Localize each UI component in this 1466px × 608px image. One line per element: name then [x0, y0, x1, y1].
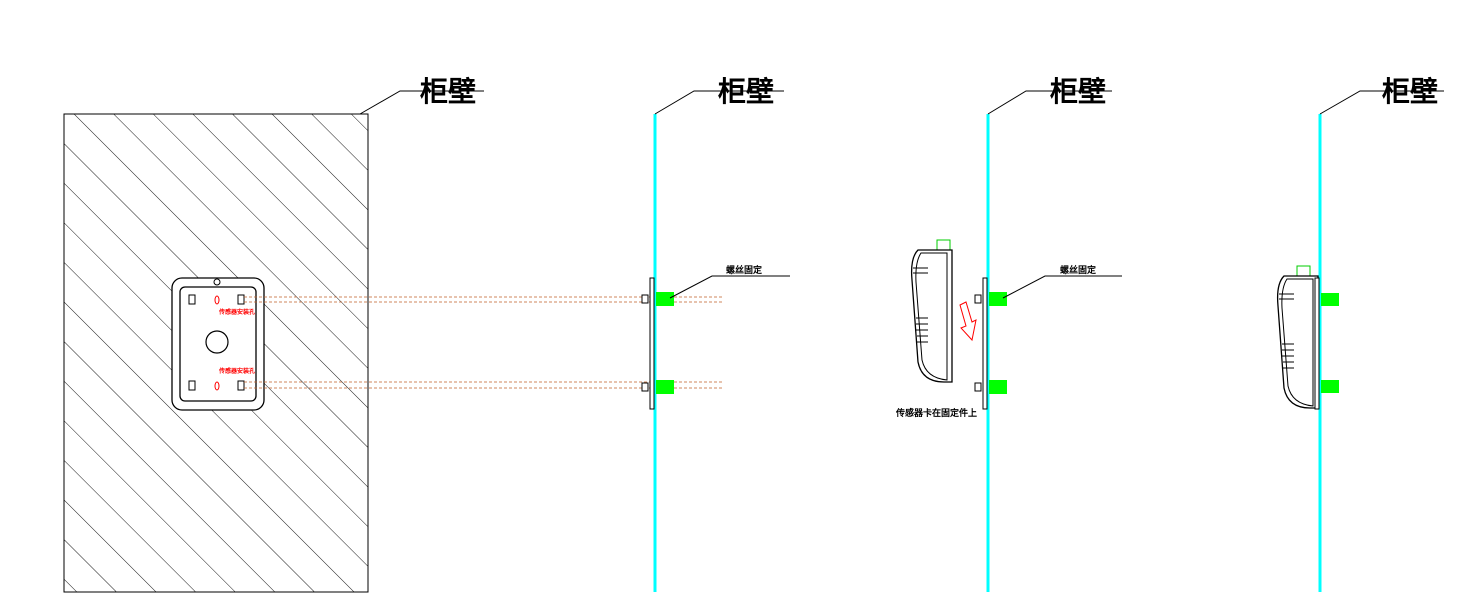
screw-clip-top-3 — [989, 292, 1007, 306]
wall-label-2: 柜壁 — [718, 75, 774, 108]
screw-clip-bottom-3 — [989, 380, 1007, 394]
screw-label-leader-2 — [1002, 275, 1122, 299]
screw-clip-top-4 — [1321, 293, 1339, 306]
bracket-plate-side-3 — [982, 277, 988, 410]
sensor-detached — [910, 239, 953, 383]
wall-label-leader-4 — [1319, 90, 1444, 115]
insert-arrow — [959, 301, 977, 342]
sensor-clip-label: 传感器卡在固定件上 — [895, 407, 977, 419]
mounting-bracket-front: 传感器安装孔 传感器安装孔 — [171, 277, 265, 411]
hole-note-bottom: 传感器安装孔 — [218, 367, 255, 375]
side-view-installed-panel: 柜壁 — [1276, 75, 1444, 592]
side-view-clip-panel: 柜壁 螺丝固定 传感器卡在固定件上 — [895, 75, 1122, 592]
sensor-installed — [1276, 265, 1320, 410]
bracket-plate-side-2 — [649, 277, 655, 410]
screw-clip-top-2 — [656, 292, 674, 306]
screw-label-leader-1 — [669, 275, 790, 299]
screw-fix-label-1: 螺丝固定 — [726, 264, 763, 276]
side-view-bracket-panel: 柜壁 螺丝固定 — [641, 75, 790, 592]
hole-note-top: 传感器安装孔 — [218, 308, 255, 316]
wall-label-leader-1 — [359, 90, 484, 115]
wall-label-leader-2 — [654, 90, 784, 115]
front-view-panel: 柜壁 传感器安装孔 传感器安装孔 — [63, 75, 722, 593]
wall-label-leader-3 — [987, 90, 1112, 115]
screw-fix-label-2: 螺丝固定 — [1060, 264, 1097, 276]
wall-label-4: 柜壁 — [1382, 75, 1438, 108]
wall-label-1: 柜壁 — [420, 75, 476, 108]
wall-label-3: 柜壁 — [1050, 75, 1106, 108]
screw-clip-bottom-2 — [656, 380, 674, 394]
screw-clip-bottom-4 — [1321, 380, 1339, 393]
